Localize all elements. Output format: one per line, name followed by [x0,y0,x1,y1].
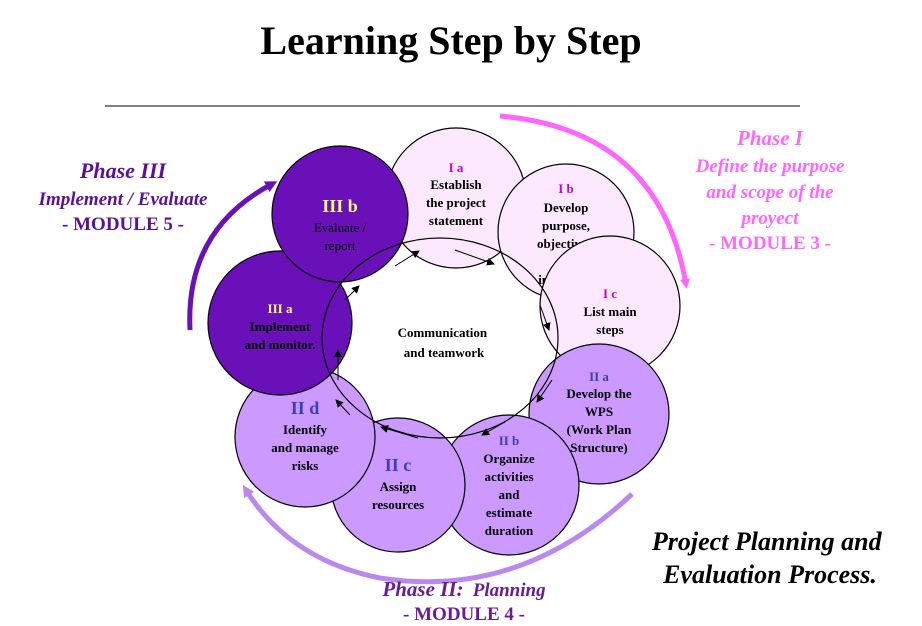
step-text-line: and monitor. [244,337,315,352]
phase2-label: Phase II: Planning - MODULE 4 - [381,577,545,625]
step-text-line: resources [372,497,424,512]
step-text-line: WPS [585,404,613,419]
step-code: I a [449,160,464,175]
step-text-line: and manage [271,440,339,455]
svg-text:Implement / Evaluate: Implement / Evaluate [38,189,208,210]
page-title: Learning Step by Step [260,18,641,63]
step-text-line: purpose, [542,218,590,233]
step-text-line: Develop [544,200,589,215]
step-code: III a [268,301,293,316]
step-text-line: Establish [430,177,482,192]
step-text-line: (Work Plan [567,422,632,437]
step-text-line: steps [596,322,623,337]
step-text-line: duration [485,523,534,538]
svg-text:- MODULE 5 -: - MODULE 5 - [62,214,184,235]
step-code: I b [558,181,574,196]
cycle-arrows [334,249,553,439]
step-code: II d [291,398,320,418]
step-circle [207,250,353,396]
step-text-line: Implement [250,319,311,334]
step-code: II b [499,433,520,448]
step-text-line: Assign [380,479,418,494]
svg-text:Define the purpose: Define the purpose [695,156,845,177]
step-text-line: risks [292,458,319,473]
phase3-arrow [187,181,278,331]
step-ii-b: II b Organize activities and estimate duratio… [438,414,580,556]
svg-text:Phase II: Planning: Phase II: Planning [381,577,545,601]
phase1-arrow [499,113,690,289]
phase3-label: Phase III Implement / Evaluate - MODULE … [38,158,208,235]
step-text-line: Develop the [566,386,632,401]
caption: Project Planning and Evaluation Process. [651,527,888,589]
step-text-line: Organize [483,451,534,466]
step-iii-a: III a Implement and monitor. [207,250,353,396]
svg-text:and scope of the: and scope of the [706,182,834,203]
phase1-label: Phase I Define the purpose and scope of … [695,126,845,254]
step-text-line: List main [583,304,637,319]
step-text-line: Identify [283,422,328,437]
step-i-a: I a Establish the project statement [385,127,527,269]
step-text-line: and [499,487,521,502]
step-code: II c [385,455,412,475]
step-text-line: estimate [486,505,532,520]
step-code: I c [603,286,617,301]
step-text-line: Evaluate / [314,220,367,235]
step-text-line: statement [429,213,484,228]
center-label: Communication and teamwork [398,325,491,360]
step-iii-b: III b Evaluate / report [271,145,409,283]
svg-text:- MODULE 4 -: - MODULE 4 - [403,604,525,625]
svg-text:Phase III: Phase III [79,158,168,183]
step-text-line: the project [426,195,487,210]
svg-text:- MODULE 3 -: - MODULE 3 - [709,233,831,254]
center-ring [321,237,559,439]
step-text-line: activities [484,469,533,484]
step-code: III b [322,196,358,216]
step-code: II a [589,369,609,384]
svg-text:Phase I: Phase I [736,126,804,150]
phase2-arrow [242,484,634,585]
step-text-line: Structure) [570,440,628,455]
svg-text:proyect: proyect [740,208,800,229]
step-i-c: I c List main steps [539,235,681,377]
step-text-line: report [324,238,355,253]
step-circle [271,145,409,283]
